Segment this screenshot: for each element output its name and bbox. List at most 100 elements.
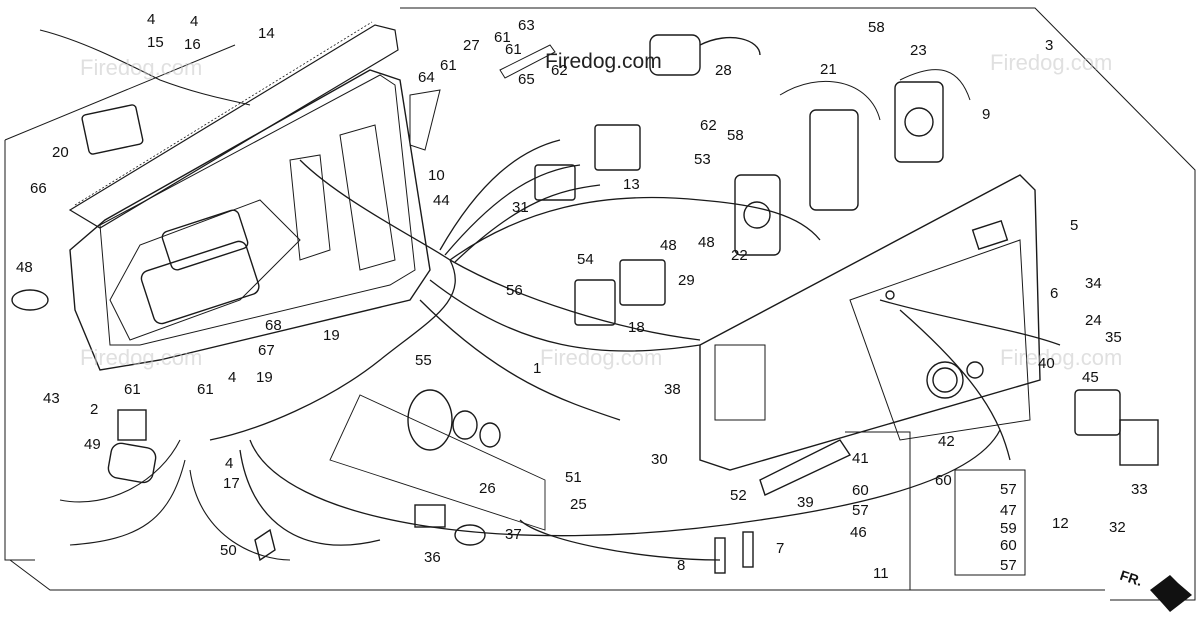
callout: 30 [651, 451, 668, 468]
callout: 44 [433, 192, 450, 209]
callout: 49 [84, 436, 101, 453]
callout: 27 [463, 37, 480, 54]
control-box-housing [69, 69, 431, 371]
callout: 6 [1050, 285, 1059, 302]
callout: 58 [868, 19, 885, 36]
terminal-7 [742, 531, 754, 568]
callout: 51 [565, 469, 582, 486]
callout: 29 [678, 272, 695, 289]
callout: 42 [938, 433, 955, 450]
callout: 55 [415, 352, 432, 369]
callout: 58 [727, 127, 744, 144]
bracket-2 [117, 409, 147, 441]
callout: 26 [479, 480, 496, 497]
callout: 33 [1131, 481, 1148, 498]
callout: 11 [873, 565, 889, 582]
hose-65 [499, 44, 556, 79]
callout: 61 [440, 57, 457, 74]
callout: 23 [910, 42, 927, 59]
callout: 4 [225, 455, 234, 472]
bracket-39 [759, 439, 852, 496]
callout: 36 [424, 549, 441, 566]
callout: 68 [265, 317, 282, 334]
callout: 61 [197, 381, 214, 398]
gasket-frame [68, 24, 399, 229]
watermark: Firedog.com [545, 50, 662, 73]
callout: 66 [30, 180, 47, 197]
watermark: Firedog.com [80, 345, 203, 370]
callout: 17 [223, 475, 240, 492]
callout: 19 [323, 327, 340, 344]
callout: 60 [935, 472, 952, 489]
callout: 2 [90, 401, 99, 418]
callout: 60 [852, 482, 869, 499]
switch-31 [534, 164, 576, 201]
callout: 56 [506, 282, 523, 299]
callout: 57 [852, 502, 869, 519]
callout: 18 [628, 319, 645, 336]
callout: 52 [730, 487, 747, 504]
callout: 21 [820, 61, 837, 78]
callout: 48 [698, 234, 715, 251]
callout: 20 [52, 144, 69, 161]
callout: 12 [1052, 515, 1069, 532]
callout: 62 [551, 62, 568, 79]
callout: 39 [797, 494, 814, 511]
callout: 4 [190, 13, 199, 30]
callout: 1 [533, 360, 542, 377]
callout: 13 [623, 176, 640, 193]
hose-64 [409, 89, 441, 151]
callout: 7 [776, 540, 785, 557]
callout: 32 [1109, 519, 1126, 536]
callout: 61 [124, 381, 141, 398]
connector-20 [81, 104, 144, 155]
callout: 5 [1070, 217, 1079, 234]
callout: 57 [1000, 481, 1017, 498]
front-panel [699, 174, 1041, 471]
receptacle-23 [894, 81, 944, 163]
callout: 46 [850, 524, 867, 541]
watermark: Firedog.com [1000, 345, 1123, 370]
callout: 10 [428, 167, 445, 184]
callout: 48 [16, 259, 33, 276]
callout: 4 [147, 11, 156, 28]
callout: 50 [220, 542, 237, 559]
callout: 28 [715, 62, 732, 79]
watermark: Firedog.com [990, 50, 1113, 75]
callout: 22 [731, 247, 748, 264]
callout: 19 [256, 369, 273, 386]
terminal-8 [714, 537, 726, 574]
callout: 61 [505, 41, 522, 58]
callout: 8 [677, 557, 686, 574]
callout: 43 [43, 390, 60, 407]
circuit-breaker-13 [594, 124, 641, 171]
callout: 41 [852, 450, 869, 467]
part-37 [454, 524, 486, 546]
left-harness [39, 29, 291, 561]
callout: 54 [577, 251, 594, 268]
callout: 38 [664, 381, 681, 398]
callout: 34 [1085, 275, 1102, 292]
callout: 14 [258, 25, 275, 42]
hardware-box-11 [845, 431, 911, 591]
callout: 4 [228, 369, 237, 386]
callout: 16 [184, 36, 201, 53]
callout: 40 [1038, 355, 1055, 372]
receptacle-22 [734, 174, 781, 256]
callout: 15 [147, 34, 164, 51]
callout: 53 [694, 151, 711, 168]
callout: 60 [1000, 537, 1017, 554]
callout: 65 [518, 71, 535, 88]
callout: 25 [570, 496, 587, 513]
callout: 35 [1105, 329, 1122, 346]
hardware-box-12 [954, 469, 1026, 576]
solenoid-box [329, 394, 546, 531]
callout: 3 [1045, 37, 1054, 54]
fuse-holder-49 [107, 442, 157, 484]
callout: 61 [494, 29, 511, 46]
callout: 64 [418, 69, 435, 86]
relay-29 [619, 259, 666, 306]
callout: 37 [505, 526, 522, 543]
callout: 57 [1000, 557, 1017, 574]
